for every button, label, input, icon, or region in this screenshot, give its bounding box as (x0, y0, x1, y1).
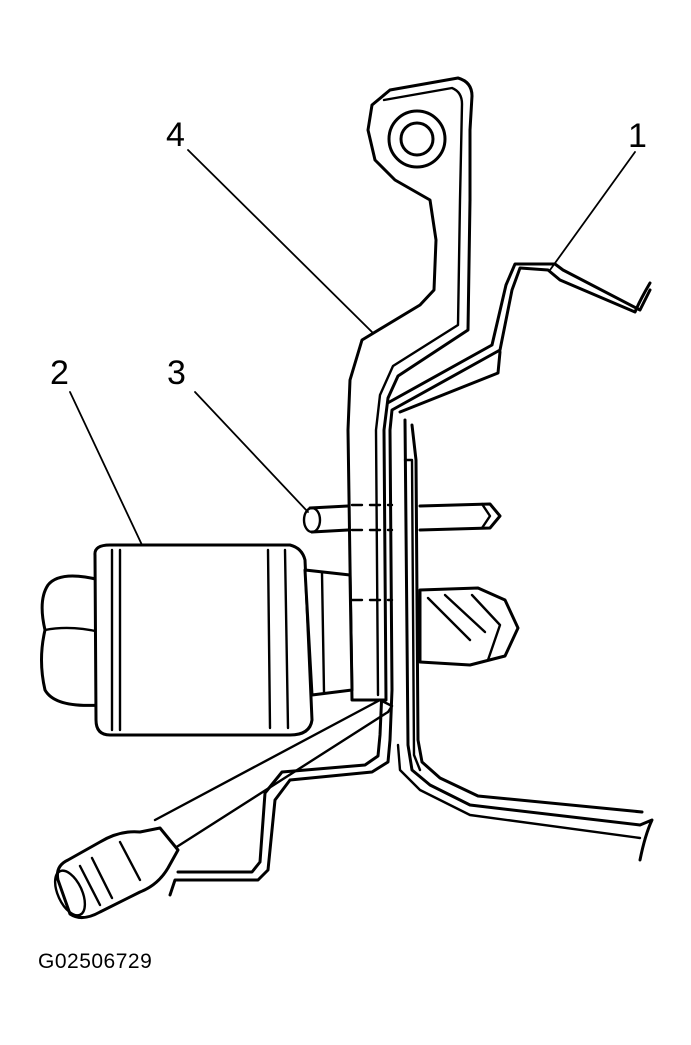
leader-line-2 (69, 391, 143, 546)
leader-lines (69, 149, 636, 546)
callout-2: 2 (50, 354, 69, 392)
leader-line-1 (549, 151, 636, 271)
actuator-motor (40, 543, 520, 737)
callout-4: 4 (166, 116, 185, 154)
figure-id: G02506729 (38, 950, 153, 973)
leader-line-4 (187, 149, 373, 333)
retaining-pin (302, 502, 502, 534)
leader-line-3 (194, 391, 309, 513)
callout-1: 1 (628, 117, 647, 155)
callout-3: 3 (167, 354, 186, 392)
screwdriver-tool (53, 698, 394, 919)
pivot-arm (346, 76, 474, 702)
mounting-bracket (168, 262, 654, 897)
